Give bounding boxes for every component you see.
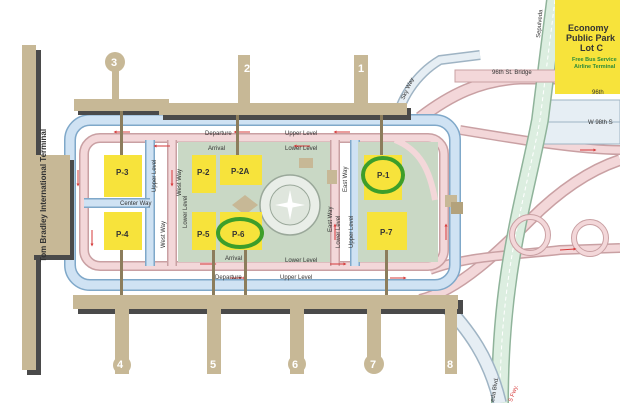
- label-sepulveda-bottom: eda Blvd.: [490, 376, 500, 402]
- terminal-1-number: 1: [358, 63, 364, 75]
- label-east-way-2: East Way: [343, 167, 349, 192]
- terminal-6[interactable]: 6: [288, 309, 306, 374]
- economy-lot-c[interactable]: Economy Public Park Lot C Free Bus Servi…: [555, 0, 620, 94]
- label-lower-level-bottom: Lower Level: [285, 258, 317, 264]
- terminal-5-number: 5: [210, 359, 216, 371]
- label-96th: 96th: [592, 90, 604, 96]
- terminal-6-number: 6: [292, 359, 298, 371]
- label-arrival-bottom: Arrival: [225, 256, 242, 262]
- terminals: Tom Bradley International Terminal 3 2 1: [22, 45, 463, 375]
- economy-lot-line1: Economy: [568, 23, 609, 33]
- label-upper-level-v1: Upper Level: [152, 160, 158, 192]
- terminal-tbit[interactable]: Tom Bradley International Terminal: [22, 45, 74, 375]
- label-sepulveda-top: Sepulveda: [536, 9, 545, 38]
- label-lower-level-top: Lower Level: [285, 146, 317, 152]
- economy-lot-line3: Lot C: [580, 43, 603, 53]
- terminal-7[interactable]: 7: [364, 309, 384, 374]
- lot-p2a-label: P-2A: [231, 167, 249, 176]
- lot-p2a[interactable]: P-2A: [220, 155, 262, 185]
- label-fwy: 5 Fwy.: [508, 384, 520, 403]
- terminal-7-number: 7: [370, 359, 376, 371]
- lot-p3-label: P-3: [116, 168, 129, 177]
- label-departure-top: Departure: [205, 131, 232, 137]
- parking-lots: P-3 P-4 P-2 P-2A P-5 P-6 P-1: [104, 155, 407, 250]
- terminal-1[interactable]: 1: [317, 55, 411, 120]
- road-labels: Departure Upper Level Arrival Lower Leve…: [120, 9, 613, 403]
- lot-p3[interactable]: P-3: [104, 155, 142, 197]
- terminal-5[interactable]: 5: [207, 309, 221, 374]
- economy-lot-line2: Public Park: [566, 33, 616, 43]
- lot-p6-label: P-6: [232, 230, 245, 239]
- lot-p2-label: P-2: [197, 168, 210, 177]
- terminal-4-number: 4: [117, 359, 124, 371]
- lot-p7[interactable]: P-7: [367, 212, 407, 250]
- label-departure-bottom: Departure: [215, 275, 242, 281]
- terminal-3-number: 3: [111, 57, 117, 69]
- terminal-south-concourse[interactable]: [73, 295, 463, 314]
- terminal-8[interactable]: 8: [445, 309, 457, 374]
- lot-p6[interactable]: P-6: [216, 212, 264, 250]
- label-upper-level-bottom: Upper Level: [280, 275, 312, 281]
- lot-p5[interactable]: P-5: [192, 212, 216, 250]
- lot-p1[interactable]: P-1: [361, 155, 405, 200]
- terminal-8-number: 8: [447, 359, 453, 371]
- tbit-label: Tom Bradley International Terminal: [39, 129, 48, 262]
- label-lower-level-v1: Lower Level: [183, 196, 189, 228]
- label-upper-level-v2: Upper Level: [349, 216, 355, 248]
- terminal-2[interactable]: 2: [159, 55, 333, 120]
- label-arrival-top: Arrival: [208, 146, 225, 152]
- terminal-2-number: 2: [244, 63, 250, 75]
- lot-p7-label: P-7: [380, 228, 393, 237]
- label-96th-bridge: 96th St. Bridge: [492, 70, 532, 76]
- lot-p1-label: P-1: [377, 171, 390, 180]
- lot-p4-label: P-4: [116, 230, 129, 239]
- terminal-4[interactable]: 4: [113, 309, 131, 374]
- label-west-way-2: West Way: [177, 169, 183, 196]
- economy-lot-shuttle2: Airline Terminal: [574, 64, 616, 70]
- label-w98th: W 98th S: [588, 120, 613, 126]
- label-east-way-1: East Way: [328, 207, 334, 232]
- label-west-way-1: West Way: [161, 221, 167, 248]
- lot-p2[interactable]: P-2: [192, 155, 216, 193]
- terminal-3[interactable]: 3: [74, 52, 173, 115]
- economy-lot-shuttle1: Free Bus Service: [572, 57, 617, 63]
- lot-p5-label: P-5: [197, 230, 210, 239]
- label-center-way: Center Way: [120, 201, 151, 207]
- outer-road-network: [390, 0, 620, 403]
- lot-p4[interactable]: P-4: [104, 212, 142, 250]
- label-upper-level-top: Upper Level: [285, 131, 317, 137]
- label-lower-level-v2: Lower Level: [336, 216, 342, 248]
